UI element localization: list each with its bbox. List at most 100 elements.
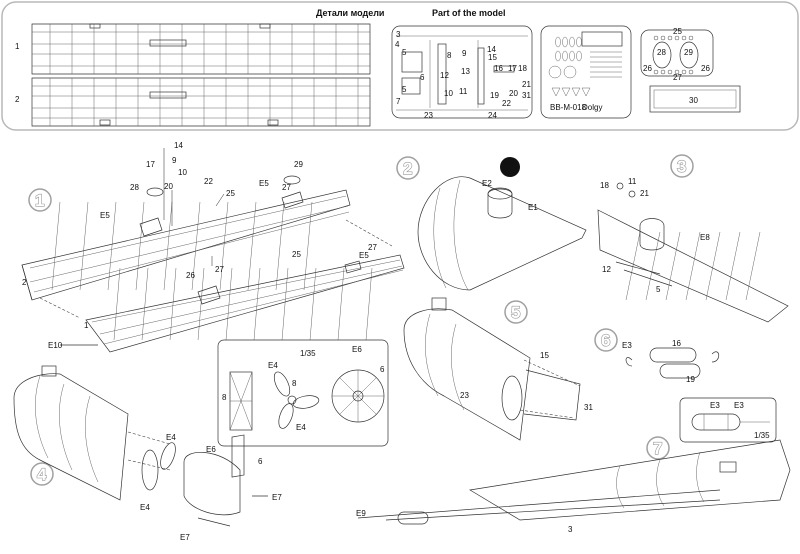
sprue-1-part-label: 6 [420,73,425,82]
title-en: Part of the model [432,8,506,18]
step-3-part-label: 12 [602,265,611,274]
sprue-3-part-label: 28 [657,48,666,57]
step-1-part-label: 9 [172,156,177,165]
sprue-1-part-label: 10 [444,89,453,98]
scale-box-part-label: E6 [352,345,362,354]
step-4-part-label: E4 [166,433,176,442]
step-7-part-label: 3 [568,525,573,534]
step-3-part-label: 11 [628,177,637,186]
step-3-badge: 3 [670,154,694,178]
scale-box-part-label: 8 [292,379,297,388]
sprue-3-part-label: 25 [673,27,682,36]
step-3-part-label: 18 [600,181,609,190]
sprue-3-part-label: 26 [643,64,652,73]
strip-number: 2 [15,95,20,104]
step-5-part-label: 23 [460,391,469,400]
svg-text:6: 6 [601,331,610,350]
step-1-part-label: E5 [259,179,269,188]
step-4-part-label: E7 [272,493,282,502]
sprue-1-part-label: 5 [402,48,407,57]
sprue-1-part-label: 9 [462,49,467,58]
part-30-box: 30 [649,85,741,113]
svg-text:2: 2 [403,159,412,178]
step-1-part-label: 22 [204,177,213,186]
strip-number: 1 [15,42,20,51]
step-5-part-label: 15 [540,351,549,360]
step-1-part-label: 25 [226,189,235,198]
step-6-part-label: 1/35 [754,431,770,440]
step-1-part-label: 14 [174,141,183,150]
step-1-part-label: 2 [22,278,27,287]
step-5-part-label: 31 [584,403,593,412]
sanding-badge [500,157,520,177]
sprue-1-part-label: 20 [509,89,518,98]
step-1-part-label: 10 [178,168,187,177]
title-ru: Детали модели [316,8,384,18]
svg-text:4: 4 [37,465,47,484]
scale-box-part-label: E4 [296,423,306,432]
step-1-part-label: 27 [282,183,291,192]
step-1-part-label: 27 [215,265,224,274]
sprue-1-part-label: 3 [396,30,401,39]
step-3-part-label: 21 [640,189,649,198]
step-6-part-label: E3 [734,401,744,410]
step-4-part-label: 6 [258,457,263,466]
svg-text:7: 7 [653,439,662,458]
step-4-part-label: E7 [180,533,190,542]
sprue-1-part-label: 24 [488,111,497,120]
sprue-1-part-label: 14 [487,45,496,54]
step-1-badge: 1 [28,188,52,212]
sprue-1-part-label: 21 [522,80,531,89]
scale-box-part-label: E4 [268,361,278,370]
step-3-part-label: E8 [700,233,710,242]
sprue-sheet-2: ВВ-М-018 Dolgy [540,25,632,119]
svg-text:30: 30 [689,96,698,105]
step-6-part-label: E3 [710,401,720,410]
step-6-part-label: 16 [672,339,681,348]
step-3-part-label: 5 [656,285,661,294]
step-7-drawing: E93 [356,439,791,534]
step-5-badge: 5 [504,300,528,324]
scale-box-part-label: 8 [222,393,227,402]
sprue-1-part-label: 13 [461,67,470,76]
step-6-badge: 6 [594,328,618,352]
sprue-1-part-label: 7 [396,97,401,106]
sprue-1-part-label: 31 [522,91,531,100]
sprue-1-part-label: 4 [395,40,400,49]
sprue-3-part-label: 27 [673,73,682,82]
hull-strip-1: 1 [15,23,371,75]
sprue-1-part-label: 22 [502,99,511,108]
step-4-part-label: E6 [206,445,216,454]
step-1-part-label: 20 [164,182,173,191]
step-2-badge: 2 [396,156,420,180]
part-28-ellipse [652,41,672,69]
propeller-icon [273,371,320,429]
step-7-badge: 7 [646,436,670,460]
step-5-drawing: 15 23 31 [403,297,593,441]
step-1-part-label: 29 [294,160,303,169]
step-4-part-label: E4 [140,503,150,512]
parts-panel-frame [1,1,799,131]
sprue-1-part-label: 17 [508,64,517,73]
sprue-1-part-label: 19 [490,91,499,100]
svg-text:3: 3 [677,157,686,176]
detail-inset-box [679,397,777,443]
svg-text:0,3: 0,3 [503,158,515,167]
step-1-part-label: E5 [100,211,110,220]
svg-text:ВВ-М-018: ВВ-М-018 [550,103,587,112]
svg-text:1: 1 [35,191,44,210]
step-1-part-label: 27 [368,243,377,252]
sprue-3-part-label: 26 [701,64,710,73]
step-4-badge: 4 [30,462,54,486]
step-1-part-label: 25 [292,250,301,259]
scale-box-part-label: 6 [380,365,385,374]
